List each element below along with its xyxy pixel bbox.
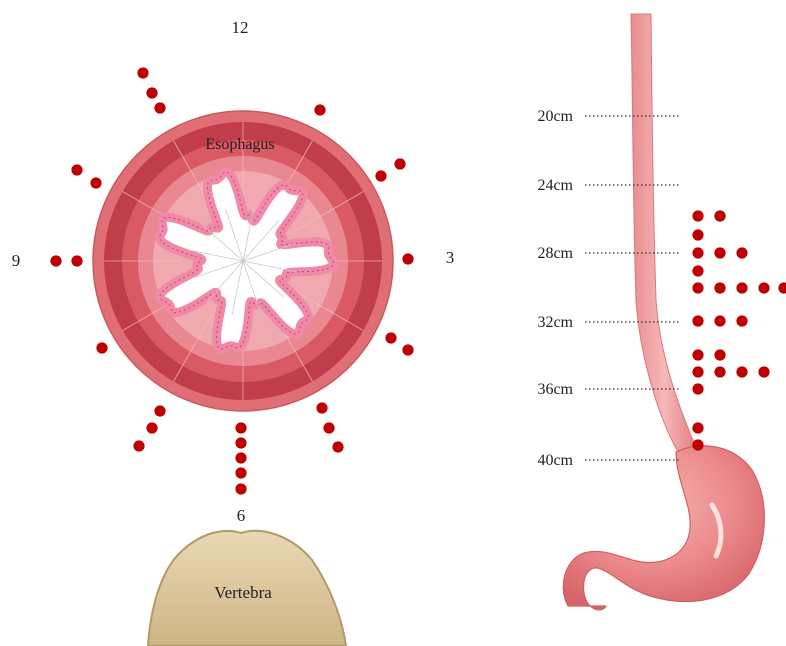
lymph-node-dot bbox=[736, 247, 747, 258]
esophagus-tube bbox=[631, 14, 698, 452]
lymph-node-dot bbox=[758, 282, 769, 293]
lymph-node-dot bbox=[692, 210, 703, 221]
lymph-node-dot bbox=[235, 437, 246, 448]
lymph-node-dot bbox=[692, 366, 703, 377]
lymph-node-dot bbox=[692, 383, 703, 394]
lymph-node-dot bbox=[692, 315, 703, 326]
lymph-node-dot bbox=[154, 102, 165, 113]
lymph-node-dot bbox=[235, 452, 246, 463]
longitudinal-lymph-nodes bbox=[692, 210, 786, 450]
lymph-node-dot bbox=[736, 315, 747, 326]
lymph-node-dot bbox=[137, 67, 148, 78]
depth-marker-label: 36cm bbox=[537, 381, 573, 398]
lymph-node-dot bbox=[394, 158, 405, 169]
lymph-node-dot bbox=[316, 402, 327, 413]
lymph-node-dot bbox=[235, 422, 246, 433]
lymph-node-dot bbox=[692, 349, 703, 360]
lymph-node-dot bbox=[692, 247, 703, 258]
depth-marker-label: 28cm bbox=[537, 245, 573, 262]
lymph-node-dot bbox=[692, 282, 703, 293]
depth-marker-label: 24cm bbox=[537, 177, 573, 194]
cross-section: Esophagus bbox=[93, 111, 393, 411]
lymph-node-dot bbox=[332, 441, 343, 452]
lymph-node-dot bbox=[714, 349, 725, 360]
lymph-node-dot bbox=[736, 366, 747, 377]
lymph-node-dot bbox=[71, 164, 82, 175]
lymph-node-dot bbox=[714, 366, 725, 377]
lymph-node-dot bbox=[146, 87, 157, 98]
lymph-node-dot bbox=[758, 366, 769, 377]
lymph-node-dot bbox=[714, 315, 725, 326]
lymph-node-dot bbox=[714, 247, 725, 258]
lymph-node-dot bbox=[714, 210, 725, 221]
lymph-node-dot bbox=[375, 170, 386, 181]
lymph-node-dot bbox=[692, 439, 703, 450]
clock-label-6: 6 bbox=[237, 506, 246, 525]
lymph-node-dot bbox=[736, 282, 747, 293]
lymph-node-dot bbox=[50, 255, 61, 266]
lymph-node-dot bbox=[692, 422, 703, 433]
lymph-node-dot bbox=[402, 344, 413, 355]
lymph-node-dot bbox=[778, 282, 786, 293]
lymph-node-dot bbox=[692, 265, 703, 276]
depth-marker-label: 20cm bbox=[537, 108, 573, 125]
depth-markers: 20cm 24cm 28cm 32cm 36cm 40cm bbox=[537, 108, 680, 469]
lymph-node-dot bbox=[235, 483, 246, 494]
lymph-node-dot bbox=[314, 104, 325, 115]
lymph-node-dot bbox=[235, 467, 246, 478]
lymph-node-dot bbox=[96, 342, 107, 353]
vertebra: Vertebra bbox=[148, 531, 346, 646]
lymph-node-dot bbox=[402, 253, 413, 264]
lymph-node-dot bbox=[71, 255, 82, 266]
clock-label-9: 9 bbox=[12, 251, 21, 270]
esophagus-label: Esophagus bbox=[205, 136, 274, 153]
clock-label-3: 3 bbox=[446, 248, 455, 267]
lymph-node-dot bbox=[692, 229, 703, 240]
lymph-node-dot bbox=[90, 177, 101, 188]
stomach bbox=[563, 446, 764, 610]
lymph-node-dot bbox=[385, 332, 396, 343]
lymph-node-dot bbox=[154, 405, 165, 416]
depth-marker-label: 32cm bbox=[537, 314, 573, 331]
lymph-node-dot bbox=[146, 422, 157, 433]
depth-marker-label: 40cm bbox=[537, 452, 573, 469]
lymph-node-dot bbox=[133, 440, 144, 451]
clock-label-12: 12 bbox=[232, 18, 249, 37]
vertebra-label: Vertebra bbox=[214, 583, 272, 602]
lymph-node-dot bbox=[714, 282, 725, 293]
longitudinal-esophagus bbox=[563, 14, 764, 610]
lymph-node-dot bbox=[323, 422, 334, 433]
